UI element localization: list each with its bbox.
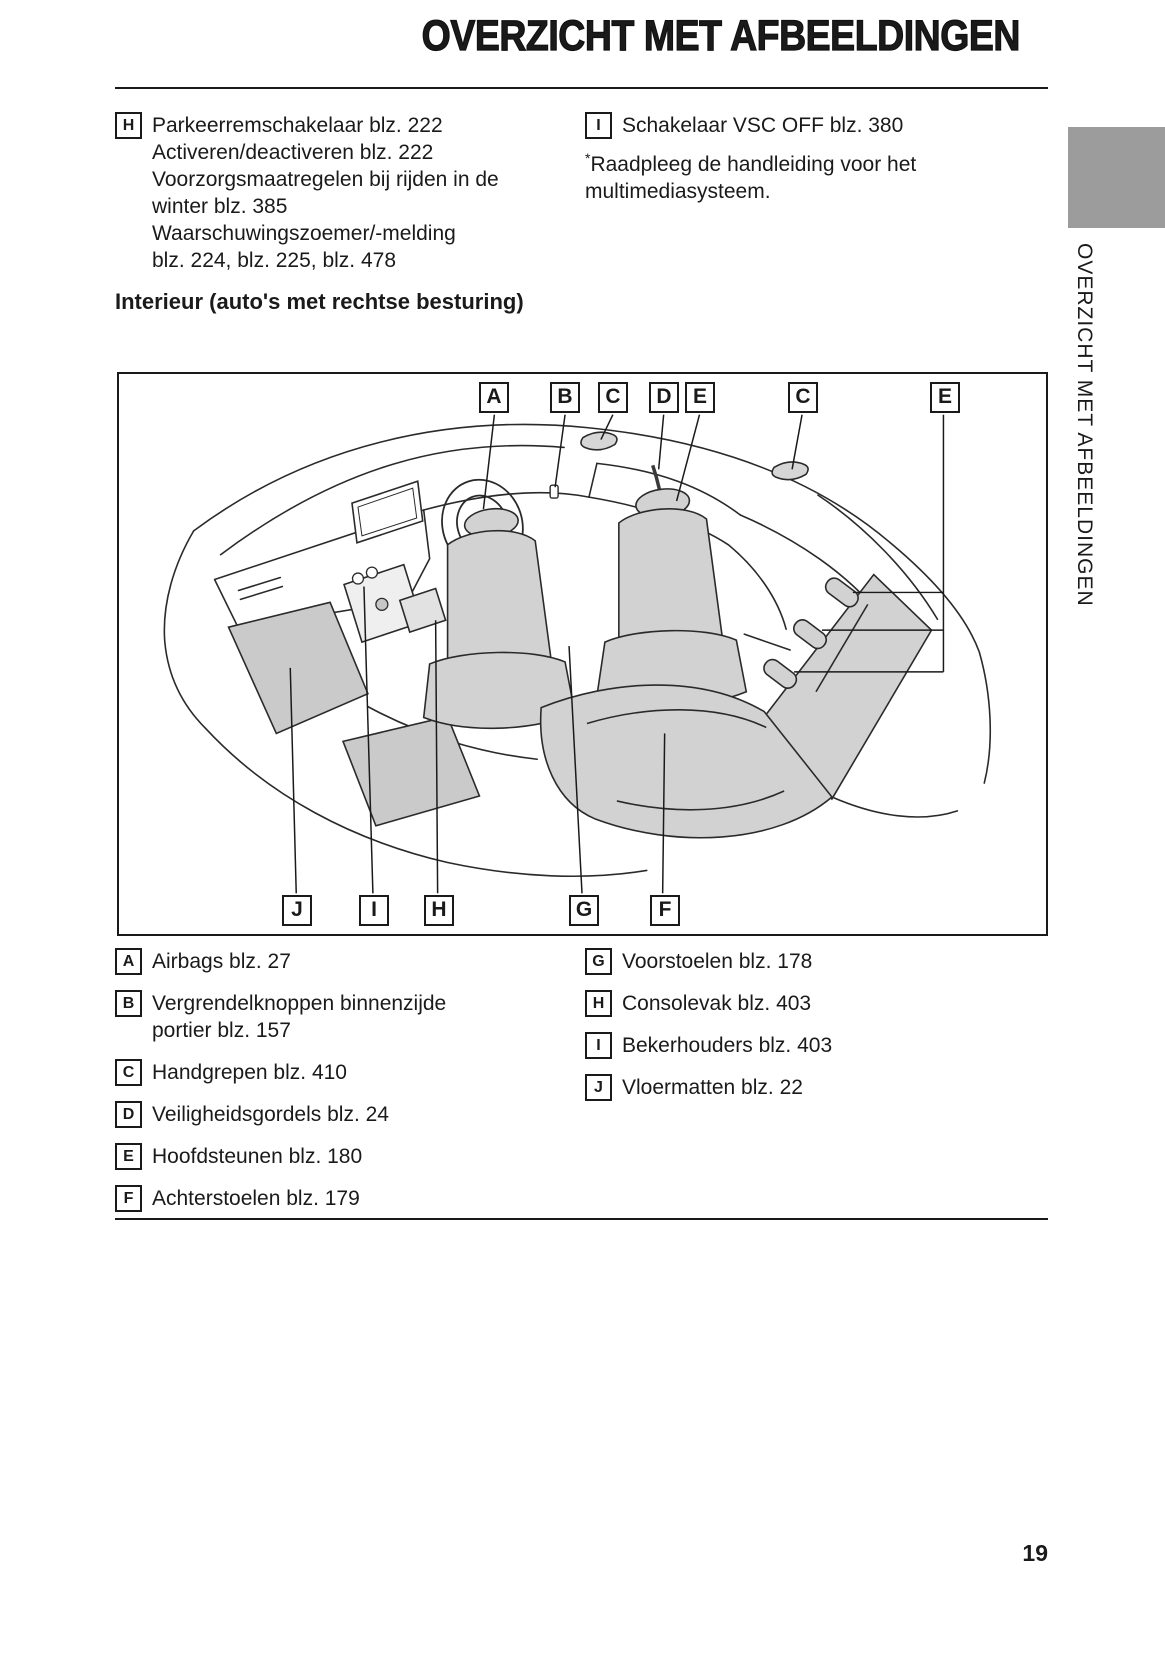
legend-item-e: E Hoofdsteunen blz. 180 — [115, 1143, 585, 1170]
legend-label-box-j: J — [585, 1074, 612, 1101]
legend-label-box-g: G — [585, 948, 612, 975]
center-console-art — [343, 563, 447, 644]
legend-text-j: Vloermatten blz. 22 — [622, 1076, 803, 1099]
ref-label-box-i: I — [585, 112, 612, 139]
diagram-callout-d: D — [649, 382, 679, 413]
legend-item-f: F Achterstoelen blz. 179 — [115, 1185, 585, 1212]
legend-text-c: Handgrepen blz. 410 — [152, 1061, 347, 1084]
legend-item-a: A Airbags blz. 27 — [115, 948, 585, 975]
diagram-callout-e-front: E — [685, 382, 715, 413]
ref-block-h: H Parkeerremschakelaar blz. 222 Activere… — [115, 112, 555, 274]
ref-text-i: Schakelaar VSC OFF blz. 380 — [622, 114, 904, 137]
grab-handles-art — [580, 431, 809, 481]
ref-block-i: I Schakelaar VSC OFF blz. 380 *Raadpleeg… — [585, 112, 1005, 205]
sidebar-vertical-title: OVERZICHT MET AFBEELDINGEN — [1073, 243, 1096, 607]
legend-item-h: H Consolevak blz. 403 — [585, 990, 1025, 1017]
legend-text-e: Hoofdsteunen blz. 180 — [152, 1145, 363, 1168]
legend-label-box-f: F — [115, 1185, 142, 1212]
diagram-callout-f: F — [650, 895, 680, 926]
diagram-callout-b: B — [550, 382, 580, 413]
legend-left-column: A Airbags blz. 27 B Vergrendelknoppen bi… — [115, 948, 585, 1227]
legend-label-box-d: D — [115, 1101, 142, 1128]
ref-text-h-line4: Waarschuwingszoemer/-melding blz. 224, b… — [152, 222, 456, 272]
door-lock-knob-art — [549, 484, 559, 499]
legend-text-i: Bekerhouders blz. 403 — [622, 1034, 833, 1057]
diagram-callout-i: I — [359, 895, 389, 926]
interior-diagram: A B C D E C E J I H G F — [117, 372, 1048, 936]
ref-label-box-h: H — [115, 112, 142, 139]
chapter-tab-marker — [1068, 127, 1165, 228]
footnote: *Raadpleeg de handleiding voor het multi… — [585, 151, 957, 205]
footer-divider — [115, 1218, 1048, 1220]
diagram-callout-c-rear: C — [788, 382, 818, 413]
legend-text-h: Consolevak blz. 403 — [622, 992, 812, 1015]
diagram-callout-c-front: C — [598, 382, 628, 413]
page-number: 19 — [1022, 1540, 1048, 1566]
section-heading: Interieur (auto's met rechtse besturing) — [115, 289, 524, 314]
legend-text-g: Voorstoelen blz. 178 — [622, 950, 813, 973]
diagram-callout-h: H — [424, 895, 454, 926]
legend-text-b: Vergrendelknoppen binnenzijde portier bl… — [152, 992, 447, 1042]
legend-label-box-b: B — [115, 990, 142, 1017]
callout-leader-lines — [289, 414, 945, 894]
diagram-callout-j: J — [282, 895, 312, 926]
legend-item-c: C Handgrepen blz. 410 — [115, 1059, 585, 1086]
title-divider — [115, 87, 1048, 89]
rear-seats-art — [539, 573, 933, 839]
diagram-callout-g: G — [569, 895, 599, 926]
legend-text-f: Achterstoelen blz. 179 — [152, 1187, 360, 1210]
legend-item-b: B Vergrendelknoppen binnenzijde portier … — [115, 990, 585, 1044]
legend-item-g: G Voorstoelen blz. 178 — [585, 948, 1025, 975]
legend-label-box-e: E — [115, 1143, 142, 1170]
legend-label-box-i: I — [585, 1032, 612, 1059]
interior-line-art — [163, 414, 992, 894]
legend-label-box-c: C — [115, 1059, 142, 1086]
legend-label-box-a: A — [115, 948, 142, 975]
legend-label-box-h: H — [585, 990, 612, 1017]
dashboard-screen-art — [351, 480, 424, 544]
floor-mats-art — [227, 601, 481, 827]
legend-item-j: J Vloermatten blz. 22 — [585, 1074, 1025, 1101]
footnote-text: Raadpleeg de handleiding voor het multim… — [585, 153, 917, 203]
legend-text-d: Veiligheidsgordels blz. 24 — [152, 1103, 389, 1126]
ref-text-h-line3: Voorzorgsmaatregelen bij rijden in de wi… — [152, 168, 499, 218]
diagram-callout-e-rear: E — [930, 382, 960, 413]
legend-right-column: G Voorstoelen blz. 178 H Consolevak blz.… — [585, 948, 1025, 1116]
footnote-asterisk: * — [585, 150, 591, 166]
page-title: OVERZICHT MET AFBEELDINGEN — [421, 11, 1021, 60]
legend-item-d: D Veiligheidsgordels blz. 24 — [115, 1101, 585, 1128]
ref-row-i: I Schakelaar VSC OFF blz. 380 — [585, 112, 1005, 139]
ref-row-h: H Parkeerremschakelaar blz. 222 — [115, 112, 555, 139]
ref-text-h-line1: Parkeerremschakelaar blz. 222 — [152, 114, 443, 137]
ref-text-h-line2: Activeren/deactiveren blz. 222 — [152, 141, 434, 164]
legend-text-a: Airbags blz. 27 — [152, 950, 291, 973]
diagram-callout-a: A — [479, 382, 509, 413]
legend-item-i: I Bekerhouders blz. 403 — [585, 1032, 1025, 1059]
